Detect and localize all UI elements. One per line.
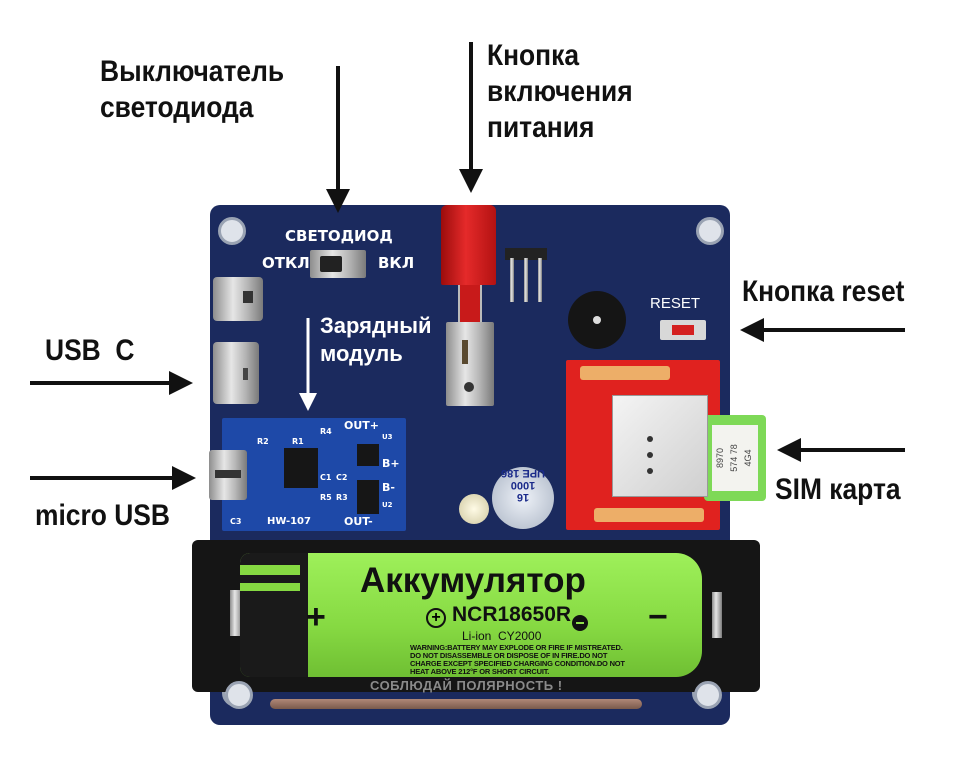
charging-module-label: Зарядный модуль (320, 312, 432, 368)
battery-minus: − (648, 598, 668, 636)
on-label: ВКЛ (378, 254, 415, 272)
pin (524, 258, 528, 302)
wrap-stripe (240, 565, 300, 575)
label-line: Зарядный (320, 313, 432, 338)
plus-circle-icon: + (426, 608, 446, 628)
callout-line: Выключатель (100, 55, 285, 88)
button-spring (458, 285, 482, 323)
port-opening (243, 368, 248, 380)
part-label: R4 (320, 427, 332, 436)
part-label: C2 (336, 473, 348, 482)
part-label: R3 (336, 493, 348, 502)
minus-circle-icon (572, 615, 588, 631)
mount-hole (696, 217, 724, 245)
sim-card-body: 8970 574 78 4G4 (712, 425, 758, 491)
pin-header (505, 248, 547, 260)
part-label: C3 (230, 517, 242, 526)
copper-strip (270, 699, 642, 709)
led-label: СВЕТОДИОД (285, 227, 393, 245)
chip-u3 (357, 444, 379, 466)
reset-label: RESET (650, 295, 701, 312)
label-line: модуль (320, 341, 403, 366)
battery-contact-minus (712, 592, 722, 638)
pin-b-minus: B- (382, 481, 395, 494)
callout-line: питания (487, 111, 595, 144)
part-label: R5 (320, 493, 332, 502)
battery: Аккумулятор + − + NCR18650R Li-ion CY200… (240, 553, 702, 677)
power-button[interactable] (441, 205, 496, 285)
callout-micro-usb: micro USB (35, 499, 170, 532)
warning-line: WARNING:BATTERY MAY EXPLODE OR FIRE IF M… (410, 643, 623, 652)
pin-b-plus: B+ (382, 457, 400, 470)
module-name: HW-107 (267, 516, 311, 527)
micro-usb-port (209, 450, 247, 500)
callout-power-button: Кнопка включения питания (487, 38, 633, 146)
sim-contact (647, 436, 653, 442)
callout-sim-card: SIM карта (775, 473, 901, 506)
wrap-stripe (240, 583, 300, 591)
reset-button[interactable] (660, 320, 706, 340)
battery-plus: + (306, 598, 326, 636)
battery-contact-plus (230, 590, 242, 636)
mount-hole (694, 681, 722, 709)
pin-row-bottom (594, 508, 704, 522)
sim-card: 8970 574 78 4G4 (704, 415, 766, 501)
switch-knob[interactable] (320, 256, 342, 272)
polarity-note: СОБЛЮДАЙ ПОЛЯРНОСТЬ ! (370, 678, 563, 693)
charger-chip (284, 448, 318, 488)
switch-hole (464, 382, 474, 392)
minus-bar (576, 622, 584, 624)
chip-u2 (357, 480, 379, 514)
part-label: U2 (382, 501, 393, 509)
sim-holder (612, 395, 708, 497)
off-label: ОТКЛ (262, 254, 310, 272)
led-switch[interactable] (310, 250, 366, 278)
part-label: R1 (292, 437, 304, 446)
battery-label: Аккумулятор (360, 561, 586, 600)
warning-line: HEAT ABOVE 212°F OR SHORT CIRCUIT. (410, 667, 550, 676)
pin-out-minus: OUT- (344, 515, 373, 528)
part-label: C1 (320, 473, 332, 482)
pin (538, 258, 542, 302)
battery-type: Li-ion CY2000 (462, 629, 542, 643)
sim-contact (647, 468, 653, 474)
pin-row-top (580, 366, 670, 380)
mount-hole (225, 681, 253, 709)
usb-c-port (213, 342, 259, 404)
pin (510, 258, 514, 302)
micro-usb-port-top (213, 277, 263, 321)
port-opening (243, 291, 253, 303)
callout-usb-c: USB C (45, 334, 135, 367)
pin-out-plus: OUT+ (344, 419, 380, 432)
warning-line: DO NOT DISASSEMBLE OR DISPOSE OF IN FIRE… (410, 651, 608, 660)
callout-reset-button: Кнопка reset (742, 275, 905, 308)
buzzer (568, 291, 626, 349)
callout-led-switch: Выключатель светодиода (100, 54, 284, 126)
capacitor: 16 1000 UPE 186 (492, 467, 554, 529)
charging-module: OUT+ B+ B- OUT- R2 R1 R4 C1 C2 R5 R3 C3 … (222, 418, 406, 531)
callout-line: Кнопка (487, 39, 580, 72)
switch-slot (462, 340, 468, 364)
buzzer-hole (593, 316, 601, 324)
power-switch-body (446, 322, 494, 406)
callout-line: включения (487, 75, 633, 108)
sim-contact (647, 452, 653, 458)
callout-line: светодиода (100, 91, 254, 124)
port-opening (215, 470, 241, 478)
part-label: U3 (382, 433, 393, 441)
battery-model: NCR18650R (452, 603, 572, 626)
part-label: R2 (257, 437, 269, 446)
mount-hole (218, 217, 246, 245)
warning-line: CHARGE EXCEPT SPECIFIED CHARGING CONDITI… (410, 659, 625, 668)
led (459, 494, 489, 524)
reset-button-cap[interactable] (672, 325, 694, 335)
